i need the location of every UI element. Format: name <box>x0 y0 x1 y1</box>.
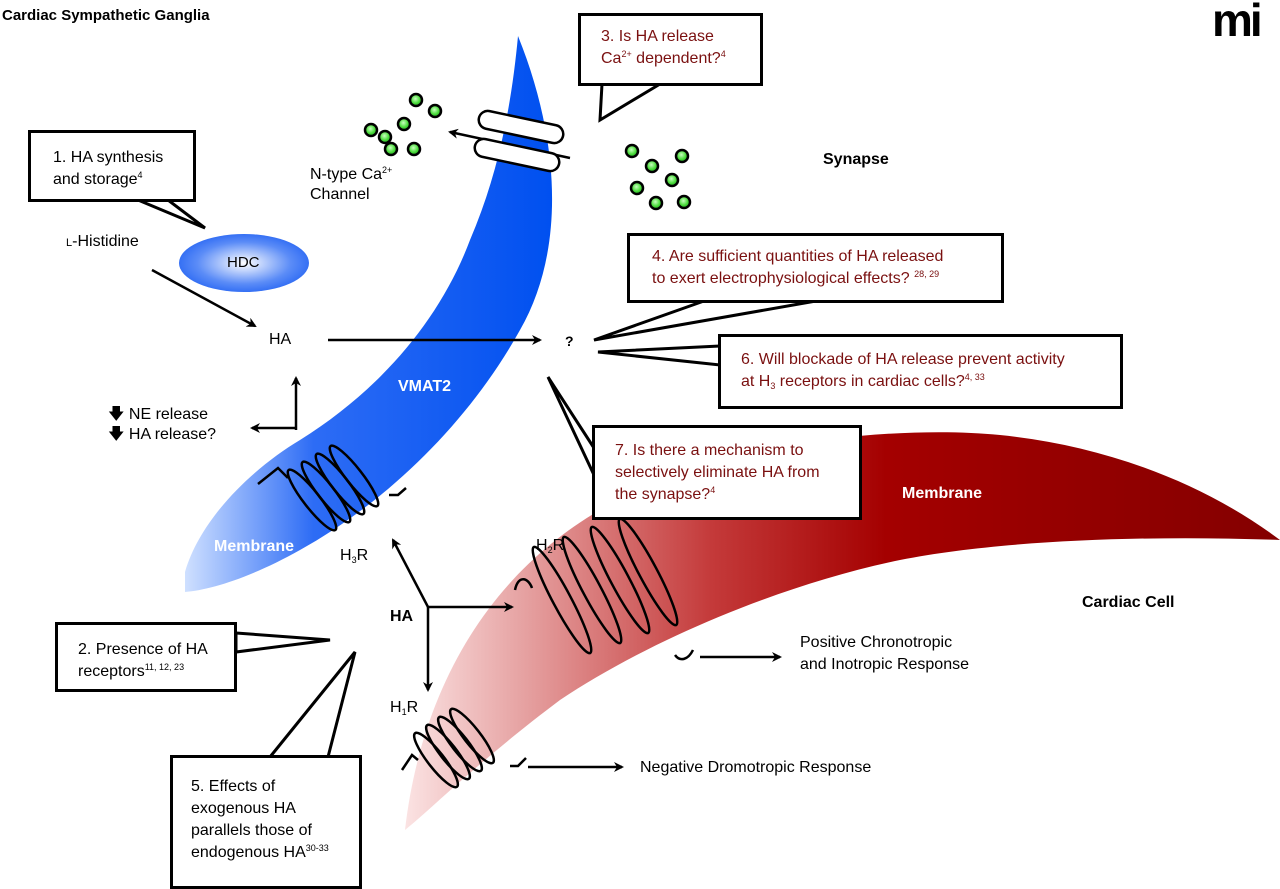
n-type-channel-label: N-type Ca2+Channel <box>310 165 393 204</box>
callout-1-tail <box>137 198 206 230</box>
histidine-to-ha-arrow <box>151 268 257 328</box>
callout-3-tail <box>598 82 666 123</box>
calcium-ion-cluster-intracellular <box>363 92 443 157</box>
ha-to-h3r-arrow <box>391 538 430 608</box>
h3r-label: H3R <box>340 547 369 565</box>
h3-receptor-coil <box>257 444 407 532</box>
callout-7-tail <box>546 376 596 476</box>
callout-3-calcium: 3. Is HA release Ca2+ dependent?4 <box>578 13 763 86</box>
callout-5-tail <box>266 651 357 759</box>
callout-tails <box>137 82 817 759</box>
n-type-calcium-channel <box>473 109 565 173</box>
ha-intracellular-label: HA <box>269 331 292 348</box>
postsynaptic-membrane-label: Membrane <box>902 485 983 502</box>
ha-release-label: 🡇 HA release? <box>108 426 217 443</box>
calcium-ion-cluster-synaptic <box>624 143 692 211</box>
h2-receptor-coil <box>513 517 695 661</box>
callout-6-blockade: 6. Will blockade of HA release prevent a… <box>718 334 1123 409</box>
ha-synaptic-label: HA <box>390 608 414 625</box>
h2r-label: H2R <box>536 537 565 555</box>
hdc-label: HDC <box>227 254 260 271</box>
callout-5-exogenous: 5. Effects of exogenous HA parallels tho… <box>170 755 362 889</box>
negative-response-label: Negative Dromotropic Response <box>640 759 872 776</box>
callout-6-tail <box>597 344 722 367</box>
hdc-enzyme <box>179 234 309 292</box>
h1r-label: H1R <box>390 699 419 717</box>
ne-release-label: 🡇 NE release <box>108 406 209 423</box>
cardiac-cell-label: Cardiac Cell <box>1082 594 1175 611</box>
diagram-title: Cardiac Sympathetic Ganglia <box>2 7 210 24</box>
l-histidine-label: L-Histidine <box>66 233 139 250</box>
publisher-logo: mi <box>1212 0 1263 46</box>
callout-4-quantities: 4. Are sufficient quantities of HA relea… <box>627 233 1004 303</box>
callout-2-tail <box>234 631 331 654</box>
presynaptic-membrane-label: Membrane <box>214 538 295 555</box>
postsynaptic-membrane-shape <box>405 432 1280 830</box>
vmat2-label: VMAT2 <box>398 378 452 395</box>
synapse-label: Synapse <box>823 151 889 168</box>
h1-receptor-coil <box>400 707 527 789</box>
callout-1-synthesis: 1. HA synthesis and storage4 <box>28 130 196 202</box>
synapse-unknown-marker: ? <box>565 333 574 349</box>
callout-2-receptors: 2. Presence of HA receptors11, 12, 23 <box>55 622 237 692</box>
callout-7-elimination: 7. Is there a mechanism to selectively e… <box>592 425 862 520</box>
